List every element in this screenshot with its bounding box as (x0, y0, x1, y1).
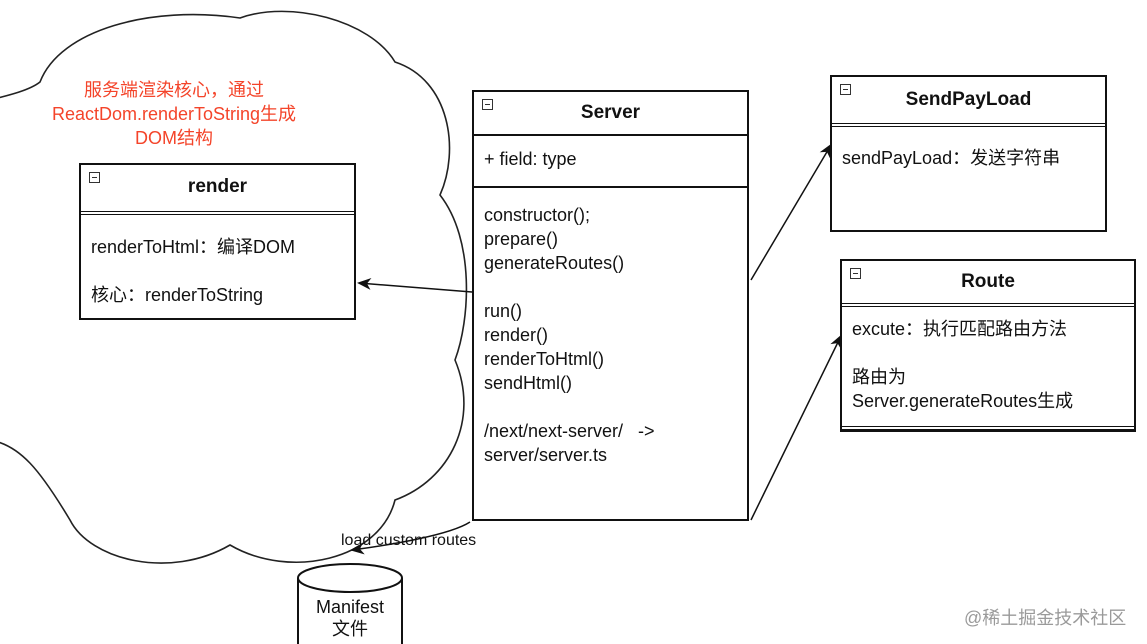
route-method-line: excute：执行匹配路由方法 (852, 319, 1068, 339)
sendpayload-class-header: SendPayLoad (832, 77, 1105, 127)
route-class-title: Route (961, 271, 1015, 292)
sendpayload-class-body: sendPayLoad：发送字符串 (832, 127, 1105, 170)
server-method-line: generateRoutes() (484, 253, 625, 273)
cloud-note: 服务端渲染核心，通过 ReactDom.renderToString生成 DOM… (14, 78, 334, 150)
render-class-body: renderToHtml：编译DOM 核心：renderToString (81, 215, 354, 307)
sendpayload-method-line: sendPayLoad：发送字符串 (842, 148, 1061, 168)
server-method-line: renderToHtml() (484, 349, 605, 369)
collapse-icon[interactable] (89, 172, 100, 183)
server-method-line: prepare() (484, 229, 559, 249)
cloud-note-line: ReactDom.renderToString生成 (51, 104, 297, 124)
server-class-header: Server (474, 92, 747, 136)
sendpayload-class-box: SendPayLoad sendPayLoad：发送字符串 (830, 75, 1107, 232)
sendpayload-class-title: SendPayLoad (905, 89, 1032, 110)
load-routes-label: load custom routes (341, 532, 477, 549)
render-class-header: render (81, 165, 354, 215)
render-method-line: 核心：renderToString (91, 285, 264, 305)
render-class-box: render renderToHtml：编译DOM 核心：renderToStr… (79, 163, 356, 320)
collapse-icon[interactable] (850, 268, 861, 279)
server-class-box: Server + field: type constructor(); prep… (472, 90, 749, 521)
manifest-label-line: Manifest (315, 597, 385, 617)
manifest-label-line: 文件 (332, 619, 368, 639)
collapse-icon[interactable] (482, 99, 493, 110)
render-method-line: renderToHtml：编译DOM (91, 237, 296, 257)
server-field-line: + field: type (484, 149, 577, 169)
server-fields-section: + field: type (474, 136, 747, 188)
manifest-cylinder (297, 563, 403, 644)
route-class-header: Route (842, 261, 1134, 307)
arrow-server-to-render (357, 277, 473, 293)
route-method-line: Server.generateRoutes生成 (852, 391, 1074, 411)
server-methods-section: constructor(); prepare() generateRoutes(… (474, 188, 747, 467)
server-method-line: run() (484, 301, 523, 321)
cloud-note-line: 服务端渲染核心，通过 (84, 80, 264, 100)
route-method-line: 路由为 (852, 367, 906, 387)
manifest-label: Manifest 文件 (300, 596, 400, 640)
server-class-title: Server (580, 102, 641, 123)
cloud-note-line: DOM结构 (135, 128, 213, 148)
arrow-server-to-manifest (350, 521, 471, 555)
route-class-box: Route excute：执行匹配路由方法 路由为 Server.generat… (840, 259, 1136, 432)
watermark: @稀土掘金技术社区 (964, 608, 1127, 628)
server-method-line: /next/next-server/ -> (484, 421, 655, 441)
server-method-line: sendHtml() (484, 373, 573, 393)
server-method-line: server/server.ts (484, 445, 608, 465)
collapse-icon[interactable] (840, 84, 851, 95)
arrow-server-to-route (750, 334, 842, 521)
server-method-line: constructor(); (484, 205, 591, 225)
server-method-line: render() (484, 325, 549, 345)
arrow-server-to-sendpayload (750, 143, 833, 281)
route-class-body: excute：执行匹配路由方法 路由为 Server.generateRoute… (842, 307, 1134, 430)
render-class-title: render (187, 176, 248, 197)
